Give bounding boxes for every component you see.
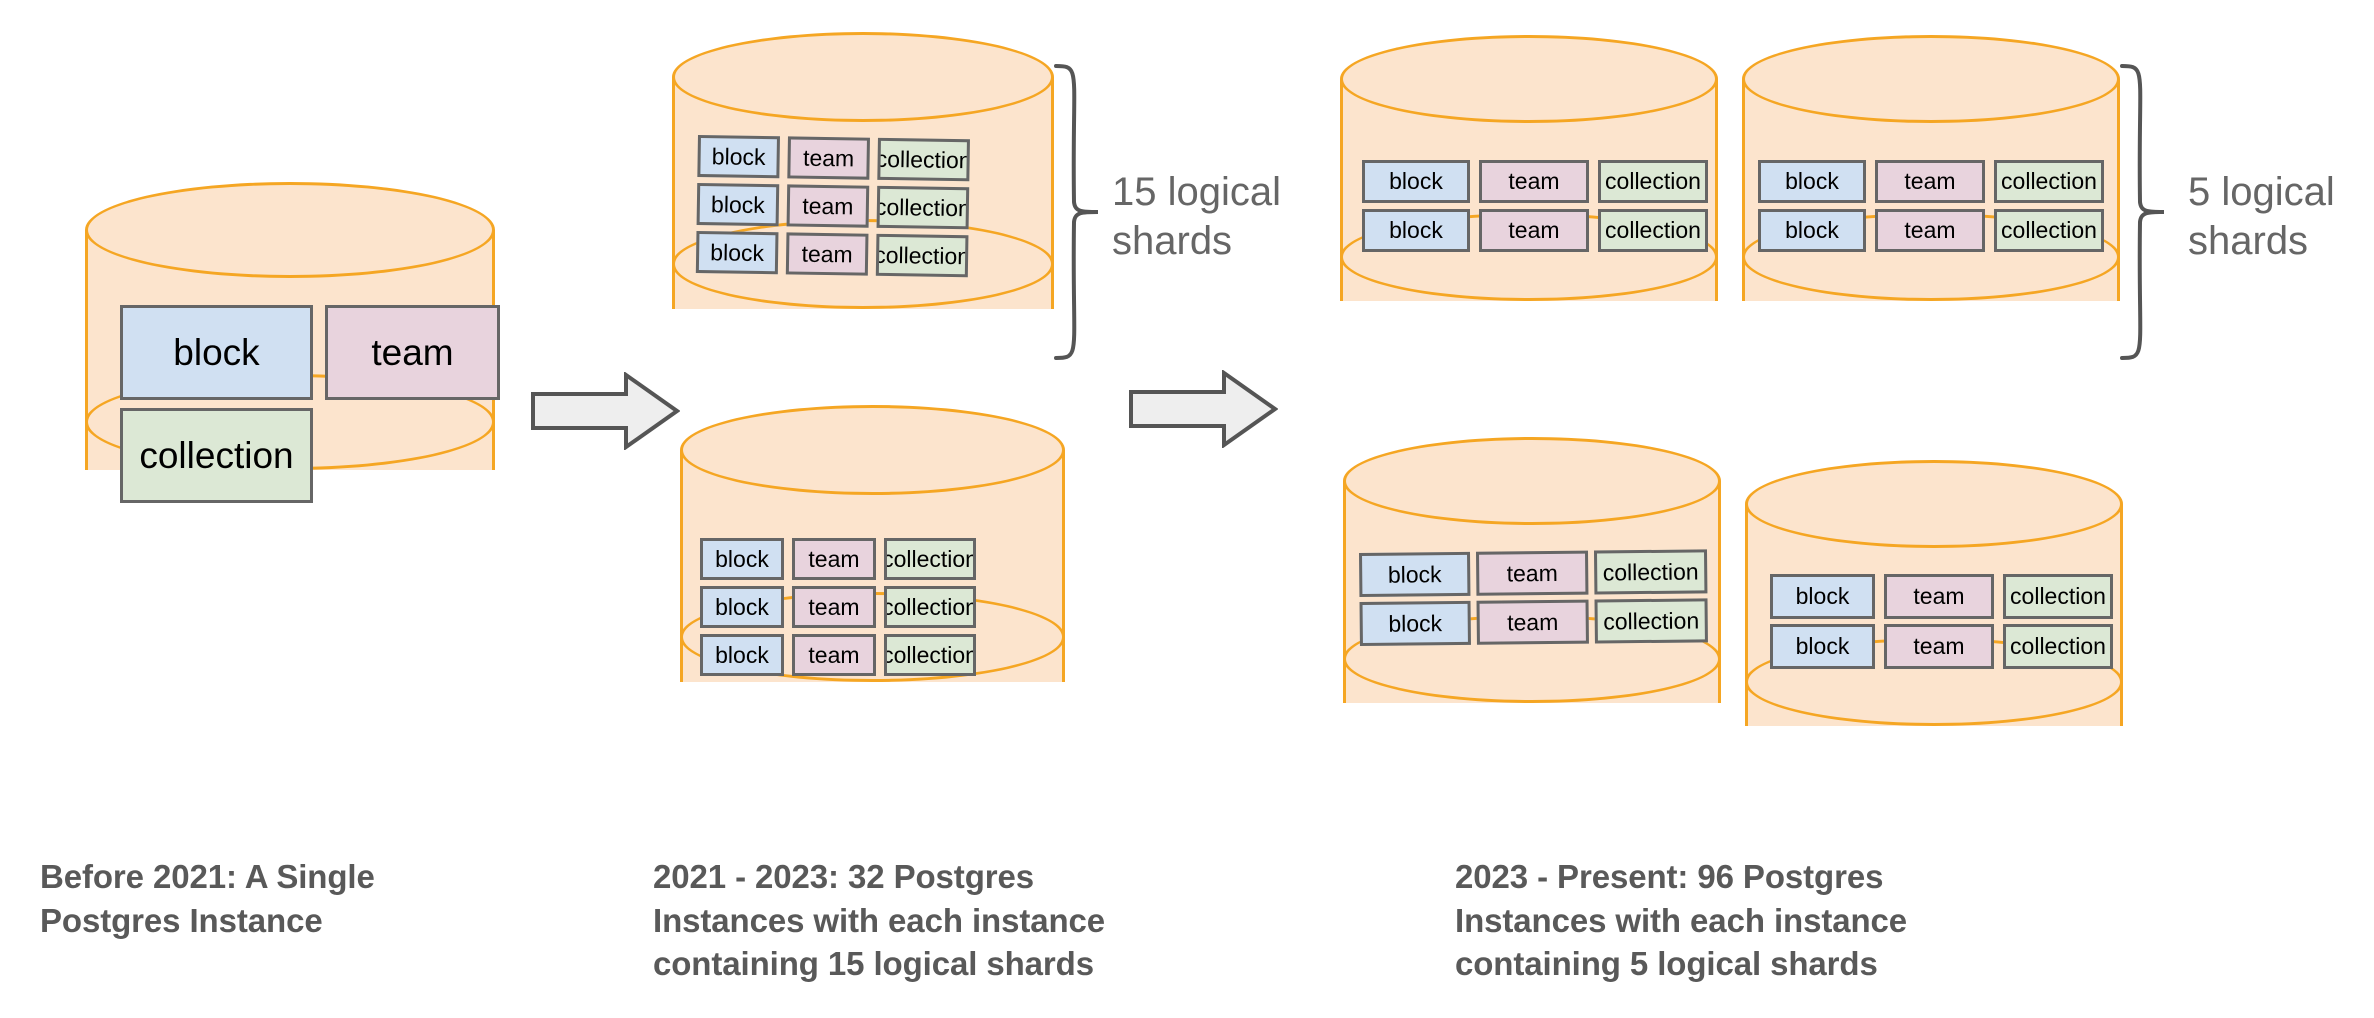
- shard-grid-instance-2023-bottom-left: block team collection block team collect…: [1359, 549, 1708, 646]
- shard-box-collection: collection: [875, 233, 969, 278]
- shard-box-block: block: [1359, 551, 1471, 597]
- shard-row: block team collection: [700, 538, 976, 580]
- cylinder-top-ellipse: [1343, 437, 1721, 525]
- shard-box-team: team: [786, 184, 870, 228]
- shard-box-team: team: [787, 136, 870, 180]
- shard-grid-instance-2023-top-right: block team collection block team collect…: [1758, 160, 2104, 252]
- arrow-right-2: [1128, 369, 1279, 449]
- shard-box-block: block: [120, 305, 313, 400]
- shard-box-collection: collection: [1598, 209, 1708, 252]
- shard-row: block team: [120, 305, 500, 400]
- shard-box-team: team: [1476, 599, 1589, 645]
- shard-row: block team collection: [700, 586, 976, 628]
- cylinder-top-ellipse: [1742, 35, 2120, 123]
- shard-row: block team collection: [1770, 574, 2113, 619]
- shard-row: block team collection: [1362, 160, 1708, 203]
- arrow-right-1: [530, 371, 681, 451]
- shard-box-team: team: [1884, 574, 1994, 619]
- caption-panel-before-2021: Before 2021: A Single Postgres Instance: [40, 858, 375, 939]
- shard-box-block: block: [700, 586, 784, 628]
- shard-box-block: block: [1758, 209, 1866, 252]
- cylinder-top-ellipse: [1340, 35, 1718, 123]
- brace-15-logical-shards: [1052, 62, 1112, 362]
- shard-box-collection: collection: [2003, 624, 2113, 669]
- shard-box-block: block: [1362, 160, 1470, 203]
- label-15-logical-shards: 15 logical shards: [1112, 170, 1282, 263]
- shard-box-collection: collection: [884, 634, 976, 676]
- shard-box-team: team: [1884, 624, 1994, 669]
- shard-row: block team collection: [1758, 209, 2104, 252]
- shard-box-collection: collection: [2003, 574, 2113, 619]
- shard-row: block team collection: [1359, 549, 1708, 597]
- shard-box-team: team: [325, 305, 500, 400]
- shard-row: block team collection: [1359, 598, 1708, 646]
- shard-box-block: block: [1770, 624, 1875, 669]
- caption-panel-2021-2023: 2021 - 2023: 32 Postgres Instances with …: [653, 858, 1106, 983]
- shard-box-collection: collection: [1594, 598, 1708, 644]
- shard-grid-instance-2021-bottom: block team collection block team collect…: [700, 538, 976, 676]
- cylinder-top-ellipse: [85, 182, 495, 278]
- cylinder-top-ellipse: [672, 32, 1054, 122]
- shard-box-team: team: [1875, 209, 1985, 252]
- shard-box-team: team: [785, 232, 869, 276]
- shard-box-block: block: [695, 230, 779, 275]
- shard-row: block team collection: [1758, 160, 2104, 203]
- shard-box-collection: collection: [884, 538, 976, 580]
- curly-brace-icon: [1054, 64, 1099, 360]
- shard-box-team: team: [792, 586, 876, 628]
- shard-grid-instance-single: block team collection: [120, 305, 500, 503]
- shard-grid-instance-2023-top-left: block team collection block team collect…: [1362, 160, 1708, 252]
- shard-box-block: block: [1362, 209, 1470, 252]
- brace-5-logical-shards: [2118, 62, 2178, 362]
- shard-row: block team collection: [700, 634, 976, 676]
- shard-row: block team collection: [695, 230, 969, 278]
- shard-box-team: team: [1479, 209, 1589, 252]
- arrow-right-icon: [1129, 369, 1279, 449]
- shard-grid-instance-2023-bottom-right: block team collection block team collect…: [1770, 574, 2113, 669]
- curly-brace-icon: [2120, 64, 2165, 360]
- shard-box-team: team: [1479, 160, 1589, 203]
- shard-box-block: block: [700, 634, 784, 676]
- arrow-right-icon: [531, 371, 681, 451]
- shard-row: block team collection: [696, 182, 970, 230]
- shard-box-collection: collection: [876, 185, 970, 230]
- shard-box-collection: collection: [1598, 160, 1708, 203]
- shard-box-block: block: [1758, 160, 1866, 203]
- shard-row: block team collection: [697, 135, 970, 182]
- cylinder-top-ellipse: [1745, 460, 2123, 548]
- shard-box-team: team: [1875, 160, 1985, 203]
- shard-row: block team collection: [1770, 624, 2113, 669]
- shard-box-block: block: [1770, 574, 1875, 619]
- shard-box-block: block: [696, 182, 780, 227]
- shard-box-team: team: [1475, 550, 1589, 596]
- label-5-logical-shards: 5 logical shards: [2188, 170, 2335, 263]
- shard-box-collection: collection: [120, 408, 313, 503]
- shard-box-block: block: [700, 538, 784, 580]
- shard-box-collection: collection: [1994, 160, 2104, 203]
- shard-box-collection: collection: [1593, 549, 1708, 595]
- shard-box-block: block: [697, 135, 780, 179]
- shard-box-block: block: [1359, 600, 1471, 646]
- shard-box-team: team: [792, 634, 876, 676]
- caption-panel-2023-present: 2023 - Present: 96 Postgres Instances wi…: [1455, 858, 1908, 983]
- shard-box-team: team: [792, 538, 876, 580]
- shard-box-collection: collection: [1994, 209, 2104, 252]
- shard-row: block team collection: [1362, 209, 1708, 252]
- shard-box-collection: collection: [877, 137, 970, 182]
- cylinder-top-ellipse: [680, 405, 1065, 495]
- shard-grid-instance-2021-top: block team collection block team collect…: [695, 135, 970, 278]
- shard-row: collection: [120, 408, 500, 503]
- shard-box-collection: collection: [884, 586, 976, 628]
